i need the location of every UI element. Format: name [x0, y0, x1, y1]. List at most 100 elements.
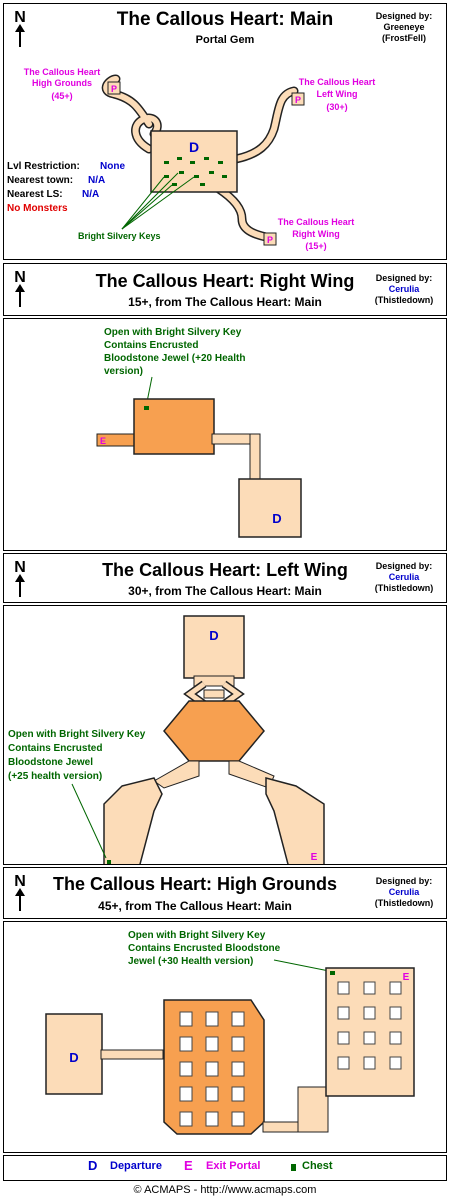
main-designer-block: Designed by: Greeneye (FrostFell) — [366, 11, 442, 44]
monsters-label: No Monsters — [7, 203, 68, 214]
label-left-wing-2: Left Wing — [317, 89, 358, 99]
key-pointer-lines — [121, 172, 195, 230]
north-arrow-icon: N — [14, 873, 26, 911]
rw-departure-room — [238, 478, 302, 538]
north-label: N — [14, 269, 26, 286]
lw-note-pointer — [71, 783, 107, 859]
designer-server: (Thistledown) — [374, 295, 434, 305]
legend: D Departure E Exit Portal Chest — [3, 1155, 447, 1181]
high-grounds-map: Open with Bright Silvery Key Contains En… — [45, 930, 415, 1135]
lw-left-room — [103, 777, 163, 864]
designed-by-label: Designed by: — [375, 273, 433, 283]
designer-name: Cerulia — [388, 572, 420, 582]
designed-by-label: Designed by: — [375, 876, 433, 886]
ls-value: N/A — [82, 189, 99, 200]
hg-note-2: Contains Encrusted Bloodstone — [128, 943, 281, 954]
main-subtitle: Portal Gem — [195, 34, 255, 46]
main-map: P P P D The Callous Heart High Grounds (… — [7, 67, 376, 251]
high-grounds-subtitle: 45+, from The Callous Heart: Main — [98, 899, 292, 913]
lvl-label: Lvl Restriction: — [7, 161, 80, 172]
designed-by-label: Designed by: — [375, 561, 433, 571]
lw-note-2: Contains Encrusted — [8, 743, 102, 754]
right-wing-header: N The Callous Heart: Right Wing 15+, fro… — [3, 263, 447, 316]
lw-departure-marker: D — [209, 628, 218, 643]
label-left-wing-3: (30+) — [326, 102, 347, 112]
north-label: N — [14, 9, 26, 26]
legend-chest: Chest — [302, 1160, 333, 1172]
lw-chest-hall — [163, 700, 265, 762]
label-high-grounds-2: High Grounds — [32, 78, 92, 88]
hg-note-pointer — [273, 959, 335, 973]
key-markers — [164, 157, 227, 186]
main-panel: N The Callous Heart: Main Portal Gem Des… — [3, 3, 447, 260]
left-wing-header: N The Callous Heart: Left Wing 30+, from… — [3, 553, 447, 603]
rw-note-4: version) — [104, 366, 143, 377]
legend-d-marker: D — [88, 1158, 98, 1173]
left-wing-subtitle: 30+, from The Callous Heart: Main — [128, 584, 322, 598]
lw-right-room — [265, 777, 325, 864]
designed-by-label: Designed by: — [375, 11, 433, 21]
label-right-wing-1: The Callous Heart — [278, 217, 355, 227]
town-label: Nearest town: — [7, 175, 73, 186]
left-wing-designer-block: Designed by: Cerulia (Thistledown) — [366, 561, 442, 594]
label-left-wing-1: The Callous Heart — [299, 77, 376, 87]
label-high-grounds-3: (45+) — [51, 91, 72, 101]
main-title: The Callous Heart: Main — [116, 9, 334, 30]
lw-departure-room — [183, 615, 245, 679]
left-wing-title: The Callous Heart: Left Wing — [102, 560, 348, 580]
right-wing-subtitle: 15+, from The Callous Heart: Main — [128, 295, 322, 309]
rw-note-2: Contains Encrusted — [104, 340, 198, 351]
portal-left-wing: P — [295, 95, 301, 105]
high-grounds-map-panel: Open with Bright Silvery Key Contains En… — [3, 921, 447, 1153]
high-grounds-title: The Callous Heart: High Grounds — [52, 874, 338, 894]
label-right-wing-2: Right Wing — [292, 229, 339, 239]
right-wing-map: Open with Bright Silvery Key Contains En… — [96, 327, 302, 538]
town-value: N/A — [88, 175, 105, 186]
hg-exit-marker: E — [403, 972, 410, 983]
hg-departure-marker: D — [69, 1050, 78, 1065]
right-wing-title: The Callous Heart: Right Wing — [95, 271, 355, 291]
designer-server: (Thistledown) — [374, 583, 434, 593]
footer: © ACMAPS - http://www.acmaps.com — [133, 1184, 317, 1196]
right-wing-map-panel: Open with Bright Silvery Key Contains En… — [3, 318, 447, 551]
departure-marker: D — [189, 139, 199, 155]
north-arrow-icon: N — [14, 269, 26, 307]
portal-high-grounds: P — [111, 84, 117, 94]
high-grounds-header: N The Callous Heart: High Grounds 45+, f… — [3, 867, 447, 919]
left-wing-map: D E Open with Bright Silvery Key Contain… — [8, 615, 325, 864]
north-arrow-icon: N — [14, 9, 26, 47]
lw-note-4: (+25 health version) — [8, 771, 102, 782]
rw-chest-icon — [144, 406, 149, 410]
hg-hall-pillars — [179, 1011, 245, 1127]
ls-label: Nearest LS: — [7, 189, 63, 200]
rw-note-3: Bloodstone Jewel (+20 Health — [104, 353, 245, 364]
left-wing-map-panel: D E Open with Bright Silvery Key Contain… — [3, 605, 447, 865]
label-right-wing-3: (15+) — [305, 241, 326, 251]
rw-note-1: Open with Bright Silvery Key — [104, 327, 242, 338]
right-wing-designer-block: Designed by: Cerulia (Thistledown) — [366, 273, 442, 306]
hg-room-pillars — [337, 981, 402, 1070]
designer-server: (Thistledown) — [374, 898, 434, 908]
lw-chest-icon — [107, 860, 111, 864]
north-arrow-icon: N — [14, 559, 26, 597]
designer-name: Cerulia — [388, 284, 420, 294]
label-keys: Bright Silvery Keys — [78, 231, 161, 241]
north-label: N — [14, 559, 26, 576]
lvl-value: None — [100, 161, 125, 172]
designer-name: Cerulia — [388, 887, 420, 897]
hg-note-3: Jewel (+30 Health version) — [128, 956, 253, 967]
north-label: N — [14, 873, 26, 890]
hg-note-1: Open with Bright Silvery Key — [128, 930, 266, 941]
designer-name: Greeneye — [383, 22, 425, 32]
rw-exit-marker: E — [100, 436, 106, 446]
legend-chest-icon — [291, 1164, 296, 1171]
lw-note-3: Bloodstone Jewel — [8, 757, 93, 768]
legend-exit: Exit Portal — [206, 1160, 261, 1172]
hg-chest-icon — [330, 971, 335, 975]
label-high-grounds-1: The Callous Heart — [24, 67, 101, 77]
legend-departure: Departure — [110, 1160, 162, 1172]
designer-server: (FrostFell) — [382, 33, 426, 43]
legend-e-marker: E — [184, 1158, 193, 1173]
portal-right-wing: P — [267, 235, 273, 245]
lw-exit-marker: E — [311, 852, 318, 863]
